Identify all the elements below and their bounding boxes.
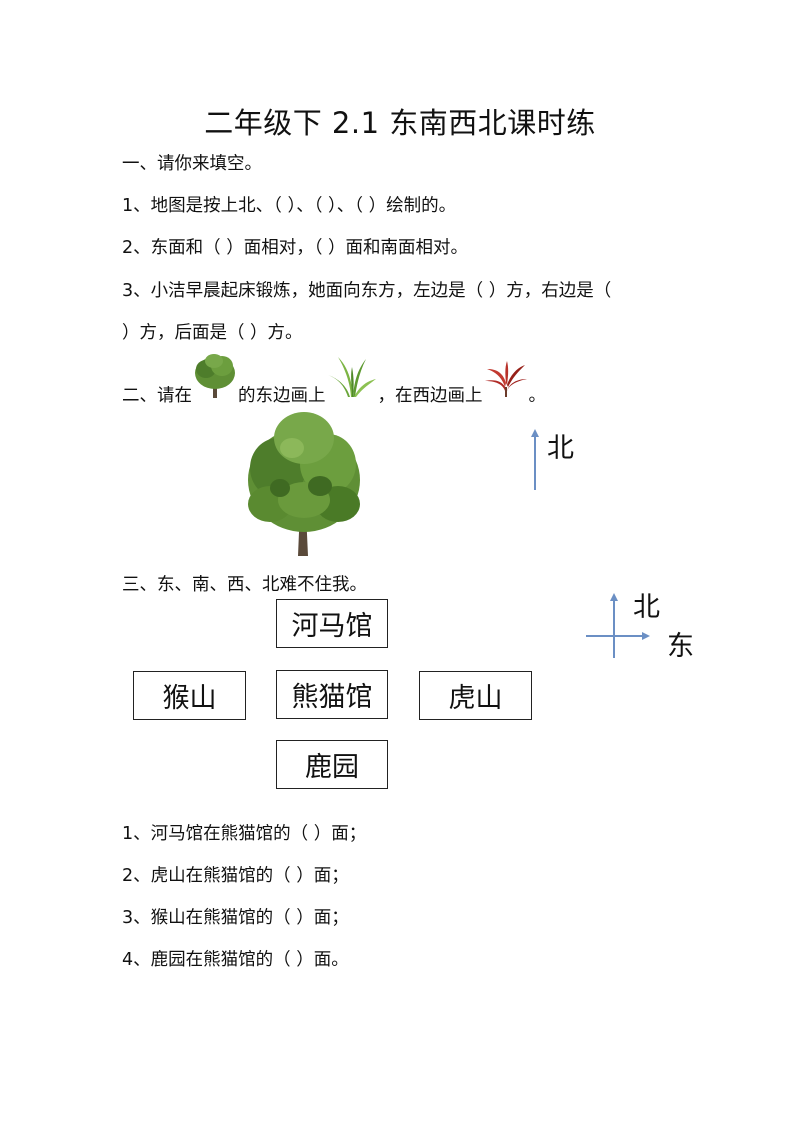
large-tree-image (248, 412, 360, 556)
red-plant-graphic (484, 361, 527, 397)
section1-heading: 一、请你来填空。 (122, 154, 262, 174)
box-deer-garden: 鹿园 (276, 740, 388, 789)
box-tiger-hill: 虎山 (419, 671, 532, 720)
question-1-3-line2: ）方，后面是（ ）方。 (122, 323, 303, 343)
question-1-1: 1、地图是按上北、（ ）、（ ）、（ ）绘制的。 (122, 196, 457, 216)
box-panda-house: 熊猫馆 (276, 670, 388, 719)
north-arrow (531, 429, 539, 490)
question-1-3-line1: 3、小洁早晨起床锻炼，她面向东方，左边是（ ）方，右边是（ (122, 281, 612, 301)
grass-icon (326, 357, 378, 401)
compass-east-label: 东 (667, 631, 694, 662)
section2-text-4: 。 (528, 386, 547, 406)
question-3-1: 1、河马馆在熊猫馆的（ ）面； (122, 824, 367, 844)
question-1-2: 2、东面和（ ）面相对，（ ）面和南面相对。 (122, 238, 469, 258)
north-label: 北 (547, 433, 574, 464)
small-tree-graphic (195, 354, 235, 398)
section2-text-2: 的东边画上 (238, 386, 326, 406)
question-3-4: 4、鹿园在熊猫馆的（ ）面。 (122, 950, 349, 970)
box-monkey-hill: 猴山 (133, 671, 246, 720)
box-hippo-house: 河马馆 (276, 599, 388, 648)
section2-instruction: 二、请在 的东边画上 ，在西边画上 。 (122, 354, 547, 407)
section2-text-1: 二、请在 (122, 386, 192, 406)
section2-text-3: ，在西边画上 (377, 386, 483, 406)
compass-cross (586, 593, 650, 658)
grass-graphic (327, 357, 376, 397)
question-3-3: 3、猴山在熊猫馆的（ ）面； (122, 908, 349, 928)
red-plant-icon (483, 361, 529, 401)
compass-north-label: 北 (633, 592, 660, 623)
page-title: 二年级下 2.1 东南西北课时练 (204, 106, 596, 140)
question-3-2: 2、虎山在熊猫馆的（ ）面； (122, 866, 349, 886)
section3-heading: 三、东、南、西、北难不住我。 (122, 575, 367, 595)
small-tree-icon (192, 354, 238, 401)
